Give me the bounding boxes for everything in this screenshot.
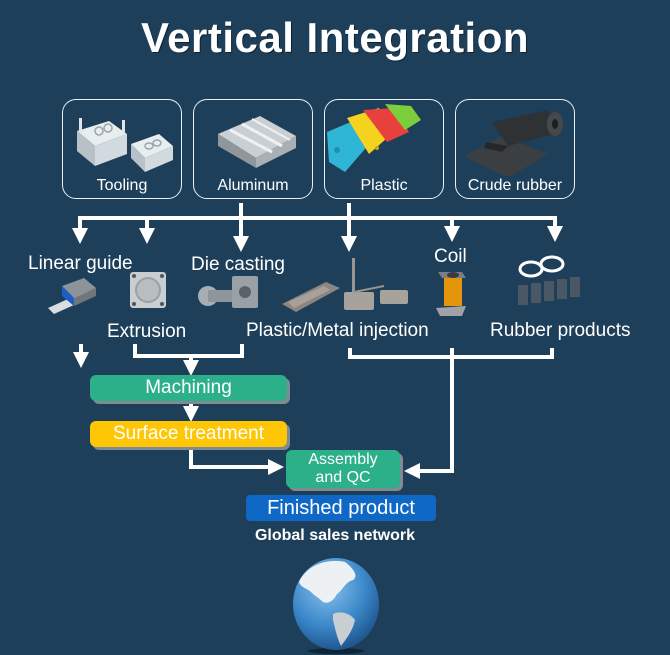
assembly-label-line1: Assembly (308, 451, 378, 468)
process-plastic-metal-injection: Plastic/Metal injection (246, 320, 429, 341)
rubber-roll-icon (464, 110, 563, 176)
raw-material-aluminum: Aluminum (193, 99, 313, 199)
process-linear-guide: Linear guide (28, 253, 133, 274)
globe-icon (293, 558, 379, 654)
assembly-label-line2: and QC (315, 469, 371, 486)
arrow-to-assembly-right (404, 348, 454, 479)
linear-guide-icon (48, 278, 96, 314)
step-assembly-qc: Assembly and QC (286, 450, 400, 488)
injection-mold-part-icon (344, 258, 408, 310)
arrow-to-assembly-left (189, 450, 284, 475)
plastic-pellets-icon (327, 104, 421, 172)
process-rubber-products: Rubber products (490, 320, 631, 341)
process-die-casting: Die casting (191, 254, 285, 275)
page-title: Vertical Integration (140, 14, 530, 61)
step-machining: Machining (90, 375, 287, 401)
raw-material-tooling: Tooling (62, 99, 182, 199)
raw-material-label: Aluminum (217, 177, 289, 194)
global-sales-network-label: Global sales network (254, 527, 416, 544)
injection-part-icon (282, 282, 340, 312)
bracket-extrusion-diecasting (133, 344, 244, 358)
cylinder-body-icon (130, 272, 166, 308)
step-finished-product: Finished product (246, 495, 436, 521)
raw-material-label: Tooling (96, 177, 148, 194)
aluminum-ingot-icon (218, 116, 296, 168)
raw-material-label: Crude rubber (467, 177, 563, 194)
process-extrusion: Extrusion (107, 321, 187, 342)
process-coil: Coil (434, 246, 467, 267)
rubber-products-icon (518, 255, 580, 305)
raw-material-crude-rubber: Crude rubber (455, 99, 575, 199)
raw-material-plastic: Plastic (324, 99, 444, 199)
step-surface-treatment: Surface treatment (90, 421, 287, 447)
raw-material-label: Plastic (360, 177, 408, 194)
die-cast-part-icon (198, 276, 258, 308)
coil-icon (436, 272, 466, 316)
mold-icon (77, 118, 173, 172)
